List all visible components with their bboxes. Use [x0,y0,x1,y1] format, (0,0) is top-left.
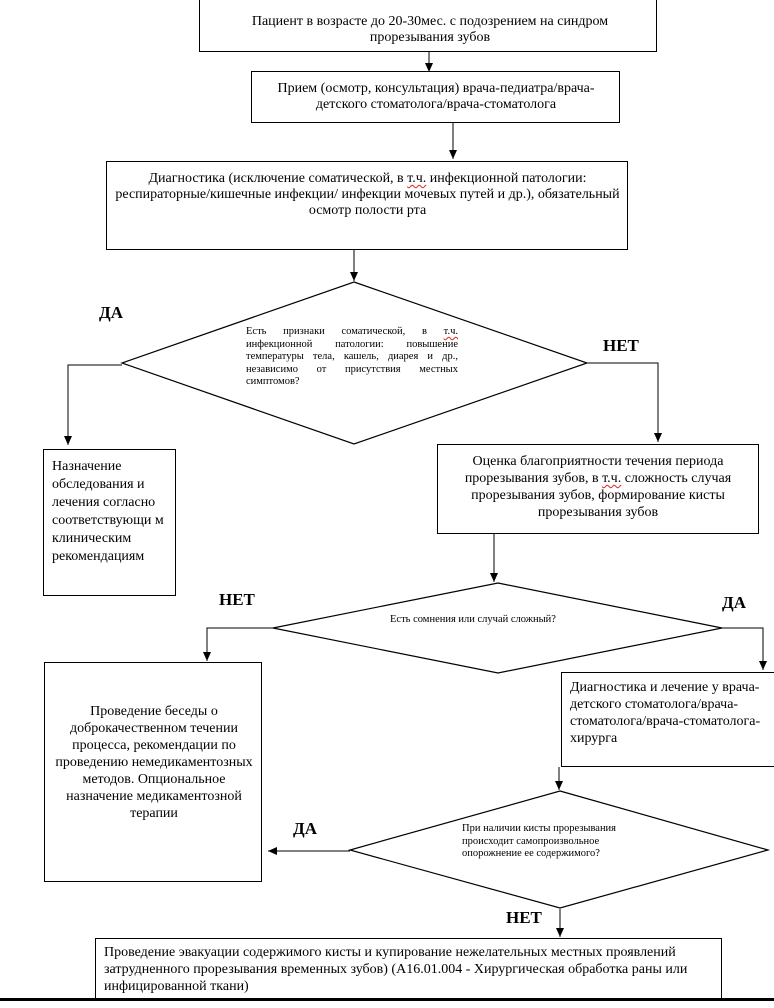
label-no-1: НЕТ [603,336,639,355]
box-referral-text: Назначение обследования и лечения соглас… [52,459,164,564]
box-diagnostics-abbr: т.ч. [407,171,427,186]
box-evacuation: Проведение эвакуации содержимого кисты и… [95,938,722,1000]
box-assessment-text: Оценка благоприятности течения периода п… [443,453,753,521]
arrow-diamond1-no [587,362,662,442]
label-yes-3: ДА [293,819,317,838]
box-reception-text: Прием (осмотр, консультация) врача-педиа… [277,81,595,112]
box-assessment: Оценка благоприятности течения периода п… [437,444,759,534]
box-reception: Прием (осмотр, консультация) врача-педиа… [251,71,620,123]
decision-diamond-1 [120,281,589,445]
box-specialist: Диагностика и лечение у врача-детского с… [561,672,774,767]
box-specialist-text: Диагностика и лечение у врача-детского с… [570,680,761,746]
box-evacuation-text: Проведение эвакуации содержимого кисты и… [104,945,688,994]
box-diagnostics: Диагностика (исключение соматической, в … [106,161,628,250]
label-yes-1: ДА [99,303,123,322]
label-no-3: НЕТ [506,908,542,927]
arrow-diamond2-no [203,627,273,661]
page-bottom-border [0,998,774,1001]
label-yes-2: ДА [722,593,746,612]
box-conversation: Проведение беседы о доброкачественном те… [44,662,262,882]
box-conversation-text: Проведение беседы о доброкачественном те… [55,704,253,821]
box-assessment-text-part1: Оценка благоприятности течения периода п… [464,454,724,486]
decision-diamond-3 [347,790,771,909]
label-no-2: НЕТ [219,590,255,609]
box-patient-start-text: Пациент в возрасте до 20-30мес. с подозр… [251,14,609,45]
box-patient-start: Пациент в возрасте до 20-30мес. с подозр… [199,0,657,52]
box-diagnostics-text-part2: инфекционной патологии: респираторные/ки… [115,171,620,218]
decision-diamond-2-text: Есть сомнения или случай сложный? [390,614,556,625]
box-assessment-abbr: т.ч. [602,471,622,486]
decision-diamond-1-abbr: т.ч. [443,326,458,337]
box-assessment-text-part2: сложность случая прорезывания зубов, фор… [471,471,732,520]
decision-diamond-1-text-part2: инфекционной патологии: повышение темпер… [246,338,458,388]
box-referral: Назначение обследования и лечения соглас… [43,449,176,596]
decision-diamond-1-text: Есть признаки соматической, в т.ч. инфек… [246,326,458,389]
box-diagnostics-text: Диагностика (исключение соматической, в … [115,171,620,219]
box-diagnostics-text-part1: Диагностика (исключение соматической, в [148,171,408,186]
decision-diamond-3-text: При наличии кисты прорезывания происходи… [462,823,617,859]
decision-diamond-1-text-part1: Есть признаки соматической, в [246,326,444,337]
arrow-diamond1-yes [64,364,122,445]
arrow-diamond2-yes [722,627,767,670]
decision-diamond-2 [272,582,723,674]
